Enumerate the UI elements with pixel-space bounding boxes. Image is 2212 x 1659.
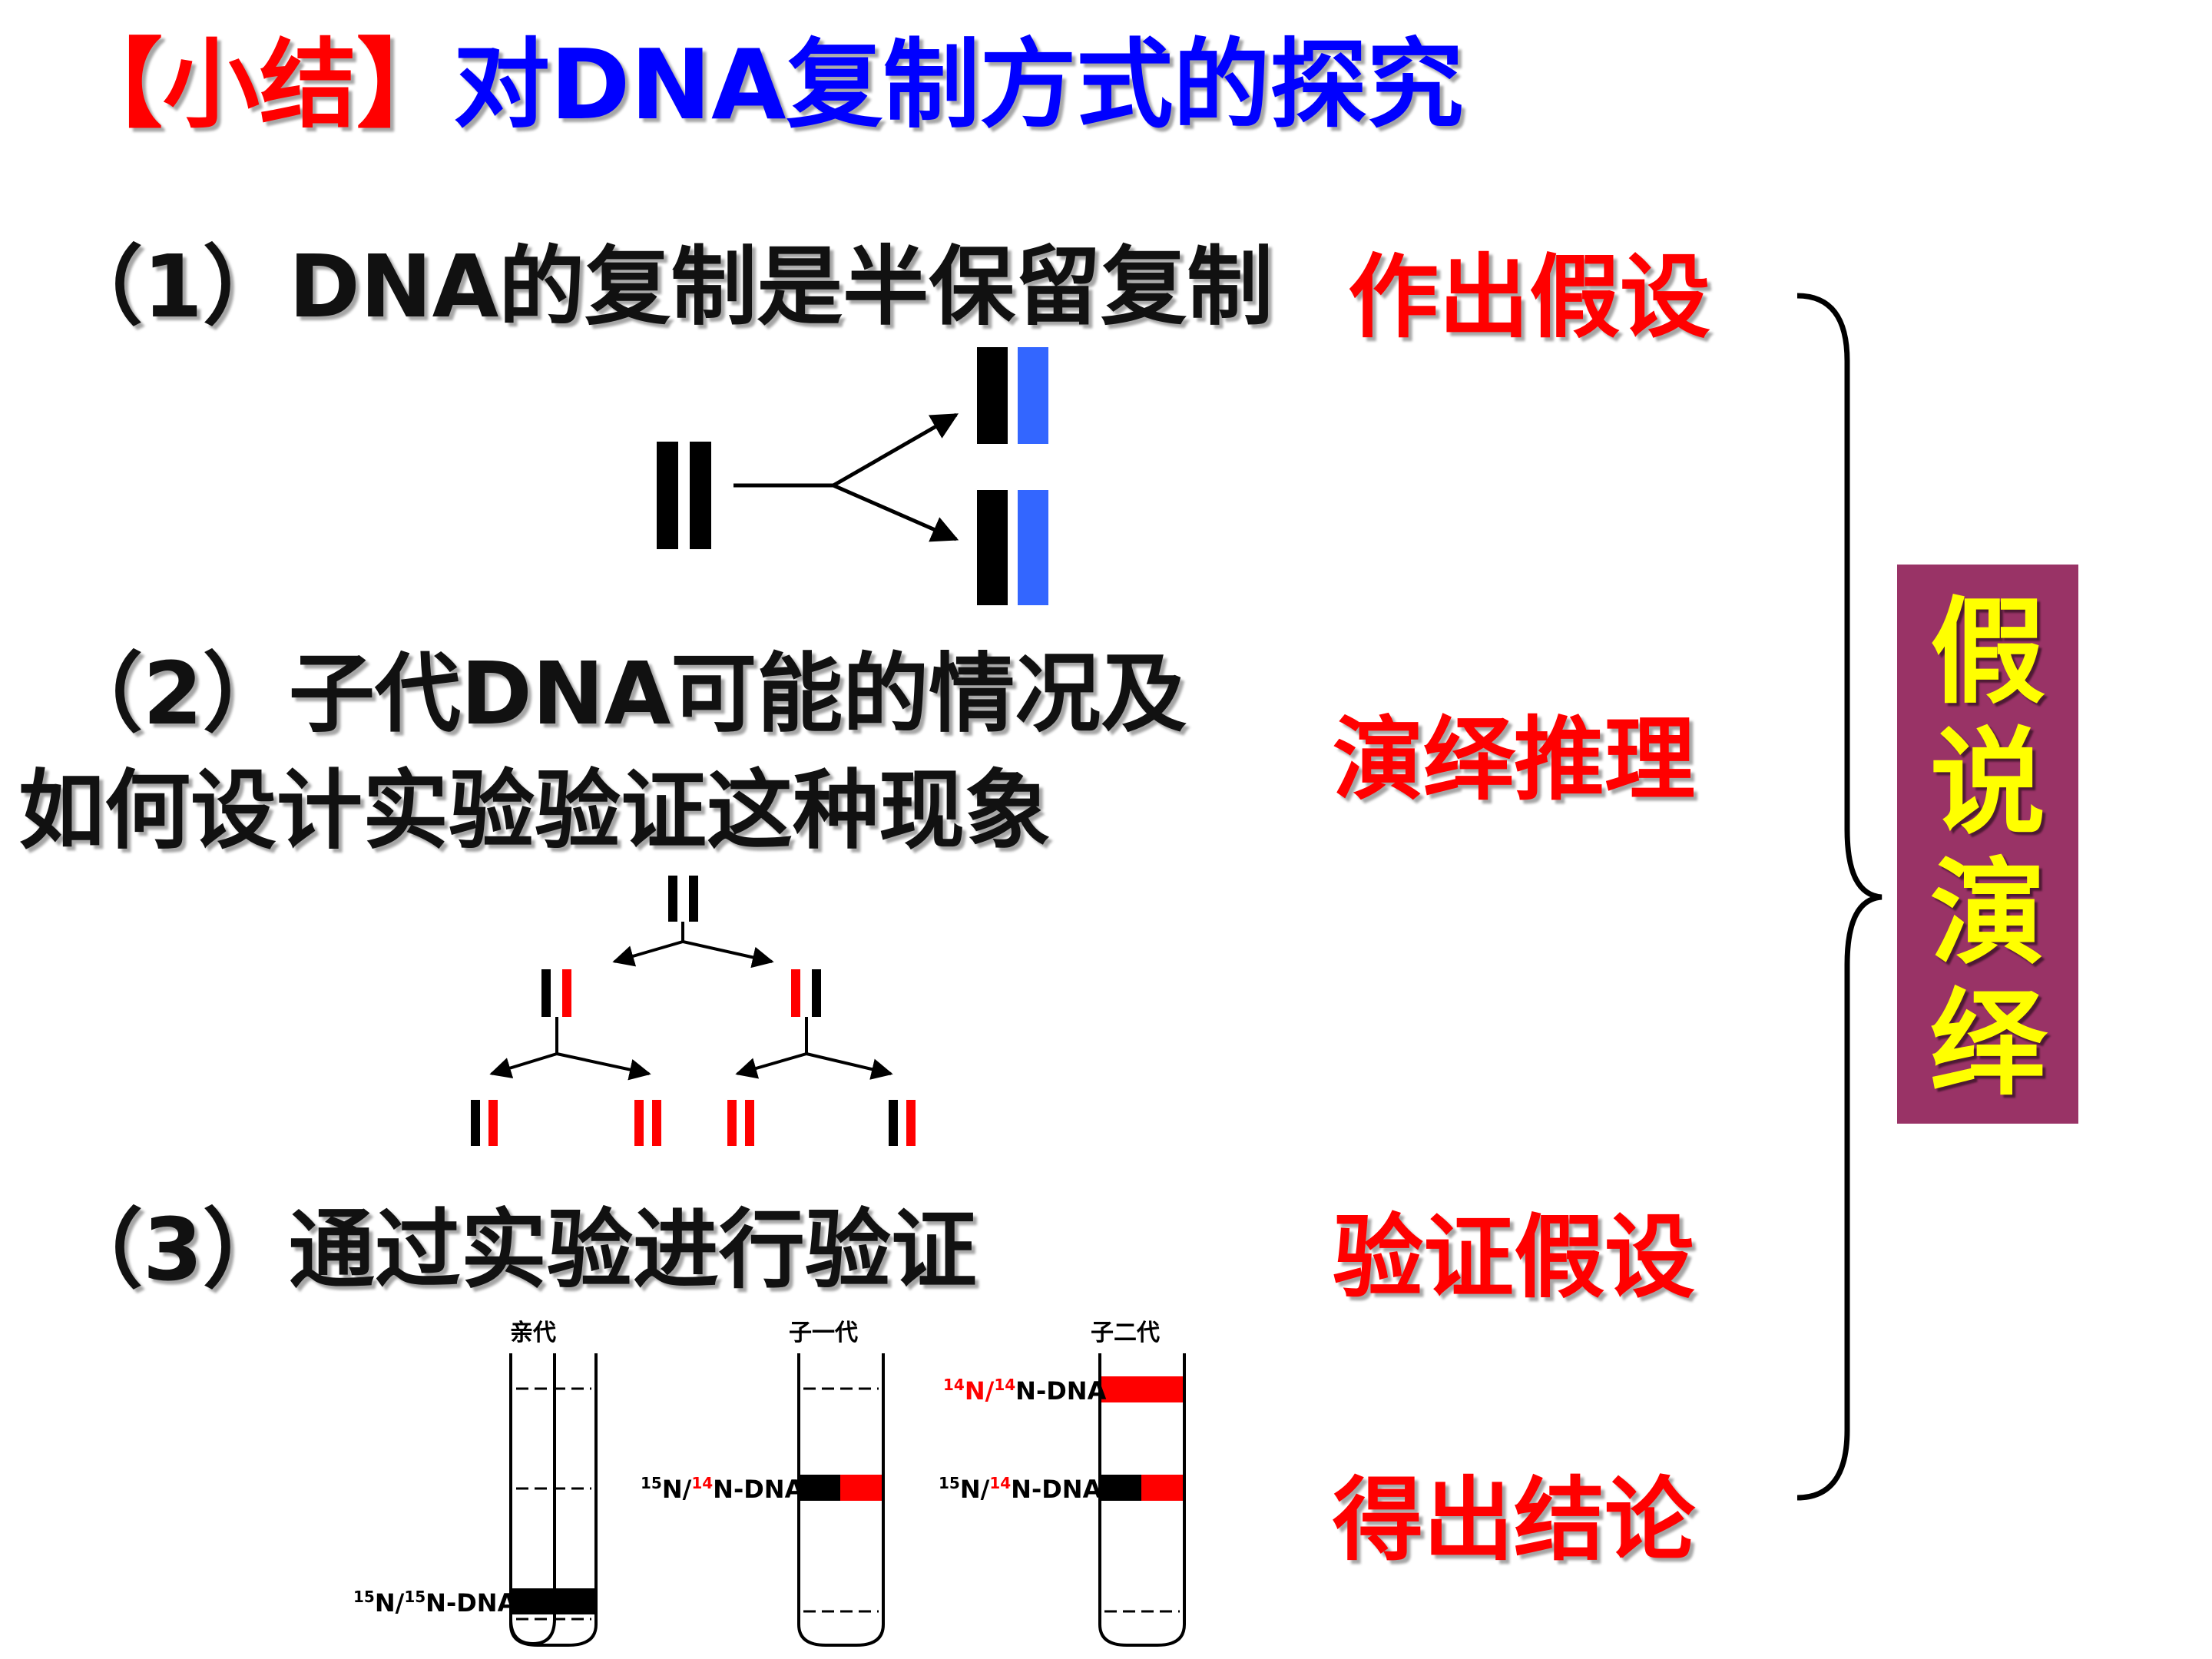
daughter1-old-strand [977, 347, 1008, 444]
step-conclusion: 得出结论 [1333, 1467, 1696, 1573]
parent-strand-right [690, 442, 711, 549]
parent-strand-left [657, 442, 678, 549]
band-parent-heavy [512, 1588, 594, 1614]
centrifuge-tubes: 亲代 子一代 子二代 [509, 1320, 1186, 1647]
band-labels: 15N/15N-DNA 15N/14N-DNA 14N/14N-DNA 15N/… [353, 1376, 1107, 1618]
band-f2-hybrid-14n [1141, 1475, 1183, 1501]
conclusion-text: 假说演绎 [1929, 586, 2045, 1111]
label-f2-hybrid: 15N/14N-DNA [939, 1474, 1102, 1504]
label-f2-light: 14N/14N-DNA [943, 1376, 1107, 1406]
label-f1-band: 15N/14N-DNA [641, 1474, 804, 1504]
replication-arrow-down [832, 483, 959, 542]
daughter2-old-strand [977, 490, 1008, 605]
tube-header-parent: 亲代 [510, 1320, 556, 1346]
item-2-text-line2: 如何设计实验验证这种现象 [18, 761, 1051, 861]
conclusion-box: 假说演绎 [1897, 565, 2078, 1124]
replication-diagram [657, 347, 1048, 605]
tube-header-f1: 子一代 [789, 1320, 858, 1346]
right-brace [1796, 293, 1883, 1501]
step-deduction: 演绎推理 [1333, 707, 1696, 813]
tube-header-f2: 子二代 [1091, 1320, 1160, 1346]
band-f1-hybrid-15n [800, 1475, 840, 1501]
band-f2-light [1101, 1376, 1183, 1402]
replication-arrow-up [832, 412, 959, 488]
step-verify: 验证假设 [1333, 1204, 1696, 1310]
item-3-text: （3）通过实验进行验证 [57, 1200, 977, 1300]
step-hypothesis: 作出假设 [1348, 244, 1711, 350]
generation-tree [471, 876, 916, 1146]
title-bracket: 【小结】 [66, 28, 453, 141]
item-1-text: （1）DNA的复制是半保留复制 [57, 237, 1273, 337]
title-main: 对DNA复制方式的探究 [453, 28, 1464, 141]
label-parent-band: 15N/15N-DNA [353, 1588, 517, 1618]
daughter2-new-strand [1018, 490, 1048, 605]
item-2-text-line1: （2）子代DNA可能的情况及 [57, 644, 1187, 744]
band-f2-hybrid-15n [1101, 1475, 1141, 1501]
daughter1-new-strand [1018, 347, 1048, 444]
band-f1-hybrid-14n [840, 1475, 882, 1501]
